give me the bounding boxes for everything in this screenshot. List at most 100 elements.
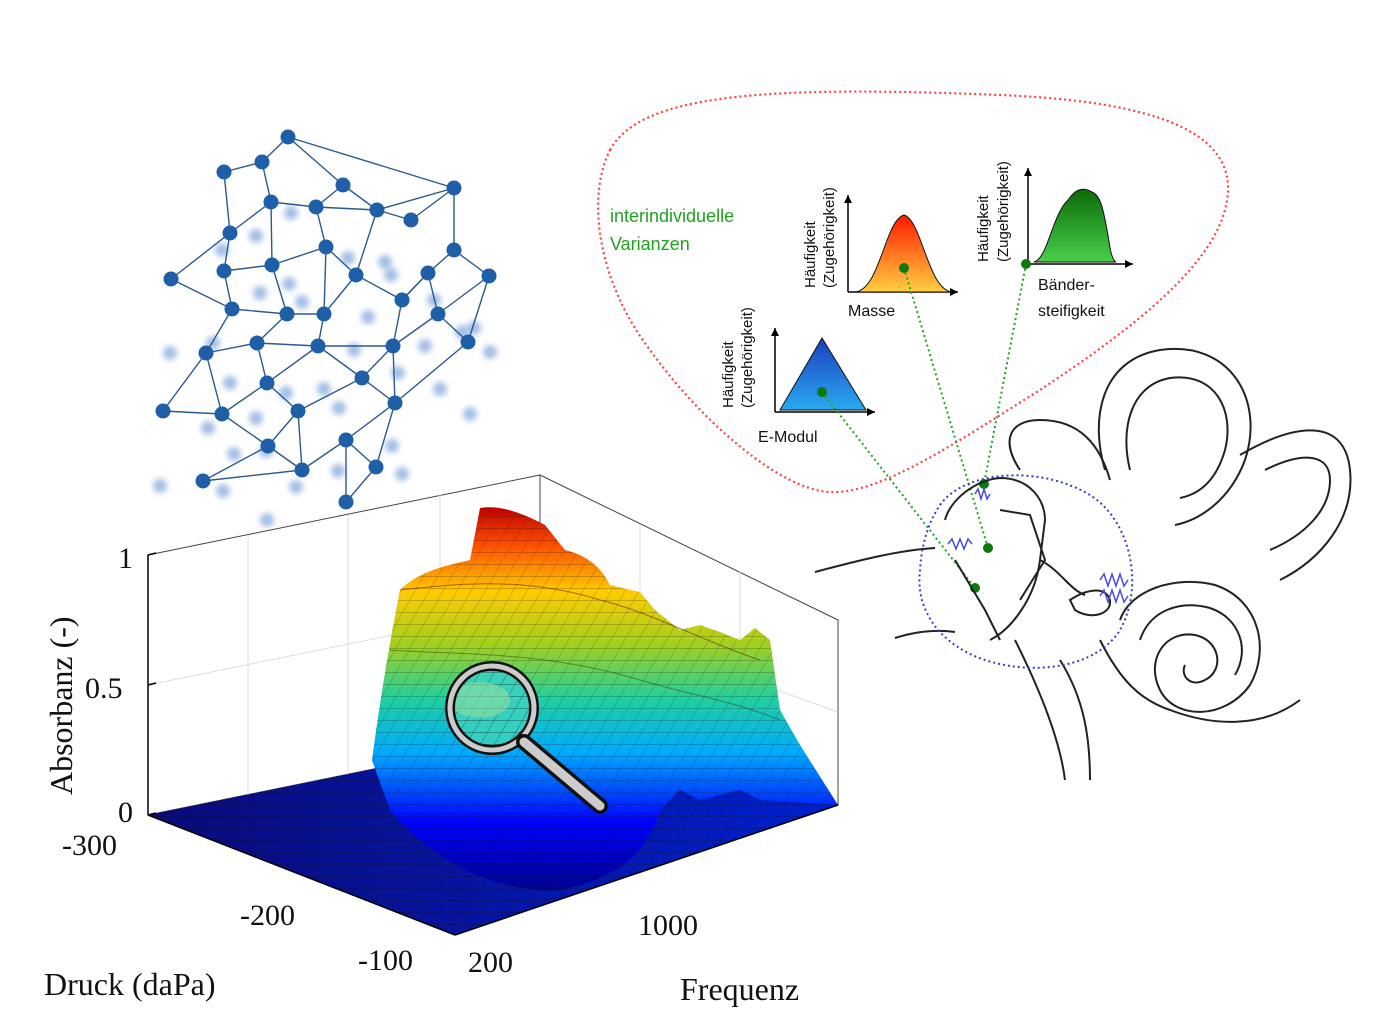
network-node [338, 432, 354, 448]
network-node [316, 306, 332, 322]
network-shadow-node [347, 343, 361, 357]
plot-ylabel: Absorbanz (-) [43, 616, 79, 795]
network-edge [231, 308, 288, 315]
masse-bell [854, 214, 953, 293]
network-edge [267, 410, 299, 447]
distribution-masse: Häufigkeit (Zugehörigkeit) Masse [802, 187, 958, 320]
network-node [216, 263, 232, 279]
network-edge [266, 345, 319, 384]
emodul-ylabel-line1: Häufigkeit [720, 340, 737, 408]
network-node [430, 306, 446, 322]
variance-boundary [597, 90, 1230, 494]
network-shadow-node [395, 467, 409, 481]
network-edge [355, 209, 378, 276]
network-node [216, 164, 232, 180]
network-edge [170, 232, 231, 280]
network-edge [270, 201, 317, 208]
network-shadow-node [467, 321, 481, 335]
network-shadow-node [295, 295, 309, 309]
network-shadow-node [331, 464, 345, 478]
network-edge [202, 445, 269, 482]
variance-connectors [821, 263, 1027, 589]
network-edge [410, 187, 455, 221]
network-edge [394, 341, 469, 404]
network-edge [355, 274, 403, 301]
network-node [222, 225, 238, 241]
masse-point [899, 263, 909, 273]
network-edge [270, 201, 273, 266]
plot-xlabel: Druck (daPa) [44, 966, 215, 1002]
network-edge [271, 246, 327, 266]
masse-ylabel-line2: (Zugehörigkeit) [821, 187, 838, 288]
network-edge [392, 299, 403, 347]
network-node [224, 301, 240, 317]
network-edge [205, 342, 258, 354]
network-node [481, 268, 497, 284]
variance-label-line1: interindividuelle [610, 206, 734, 226]
network-node [368, 459, 384, 475]
network-edge [345, 402, 396, 441]
baender-ylabel-line2: (Zugehörigkeit) [995, 161, 1012, 262]
network-node [155, 403, 171, 419]
network-node [259, 375, 275, 391]
network-node [279, 306, 295, 322]
network-node [338, 494, 354, 510]
network-shadow-node [332, 401, 346, 415]
network-node [387, 395, 403, 411]
network-shadow-node [201, 421, 215, 435]
network-node [308, 199, 324, 215]
network-node [460, 334, 476, 350]
absorbance-surface-plot: 1 0.5 0 Absorbanz (-) -300 -200 -100 Dru… [43, 474, 839, 1007]
network-node [318, 239, 334, 255]
network-edge [229, 201, 272, 234]
magnifier-icon [445, 661, 608, 814]
emodul-point [817, 387, 827, 397]
network-edge [162, 352, 207, 412]
network-nodes [155, 129, 497, 510]
network-shadow-node [249, 411, 263, 425]
baender-label-line1: Bänder- [1038, 277, 1095, 294]
network-edge [221, 413, 269, 447]
network-shadow-node [249, 229, 263, 243]
network-shadow-node [284, 206, 298, 220]
network-shadow-node [153, 479, 167, 493]
network-shadow-node [317, 382, 331, 396]
network-edge [205, 352, 223, 415]
network-node [354, 370, 370, 386]
freq-tick-200: 200 [468, 946, 513, 979]
network-edge [467, 275, 490, 343]
network-node [446, 242, 462, 258]
network-node [163, 271, 179, 287]
druck-tick-300: -300 [62, 829, 117, 862]
network-shadow-node [378, 255, 392, 269]
network-node [263, 194, 279, 210]
network-node [214, 406, 230, 422]
network-node [198, 345, 214, 361]
masse-ylabel-line1: Häufigkeit [802, 220, 819, 288]
middle-ear-region [918, 474, 1134, 669]
variance-label-line2: Varianzen [610, 234, 690, 254]
z-ticks [147, 552, 157, 816]
baender-ylabel-line1: Häufigkeit [975, 194, 992, 262]
network-node [290, 403, 306, 419]
network-edge [221, 382, 268, 415]
network-edge [315, 206, 378, 211]
baender-label-line2: steifigkeit [1038, 303, 1105, 320]
network-node [369, 202, 385, 218]
network-node [335, 177, 351, 193]
network-shadow-node [223, 376, 237, 390]
network-edge [323, 246, 327, 315]
network-node [294, 462, 310, 478]
network-shadow-node [418, 339, 432, 353]
distribution-baendersteifigkeit: Häufigkeit (Zugehörigkeit) Bänder- steif… [975, 161, 1133, 320]
network-shadow-node [216, 484, 230, 498]
network-edge [205, 308, 233, 354]
network-edge [376, 187, 455, 211]
network-node [280, 129, 296, 145]
network-shadow-node [260, 513, 274, 527]
network-node [403, 212, 419, 228]
network-shadow-node [253, 286, 267, 300]
network-node [394, 292, 410, 308]
network-node [260, 438, 276, 454]
ear-point-2 [983, 543, 993, 553]
